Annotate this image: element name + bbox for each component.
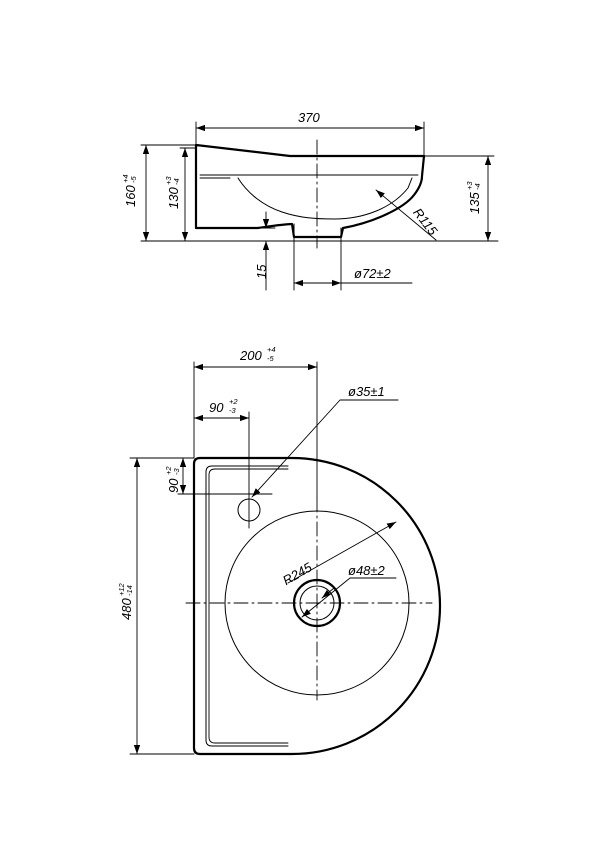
- dim-160-label: 160: [123, 185, 138, 207]
- dim-130-label: 130: [166, 187, 181, 209]
- dim-200-label: 200: [239, 348, 262, 363]
- dim-160-group: 160 +4 -5: [121, 174, 138, 207]
- top-view: 200 +4 -5 90 +2 -3 90 +2 -3 480 +12 -14 …: [117, 345, 442, 756]
- dim-90y-group: 90 +2 -3: [164, 466, 181, 493]
- dim-160-tol-lower: -5: [129, 176, 138, 183]
- dim-35-label: ø35±1: [348, 384, 385, 399]
- dim-90y-label: 90: [166, 478, 181, 493]
- dim-480-tol-upper: +12: [117, 582, 126, 596]
- top-basin-outer: [192, 456, 442, 756]
- dim-200-tol-upper: +4: [267, 345, 276, 354]
- dim-48-label: ø48±2: [348, 563, 386, 578]
- dim-135-tol-lower: -4: [473, 183, 482, 190]
- dim-35-leader: [251, 399, 399, 498]
- dim-r245-group: R245: [280, 559, 315, 588]
- dim-480-group: 480 +12 -14: [117, 582, 134, 620]
- dim-135-group: 135 +3 -4: [465, 181, 482, 214]
- dim-90x-group: 90 +2 -3: [209, 397, 238, 415]
- dim-72-label: ø72±2: [354, 266, 392, 281]
- dim-480-tol-lower: -14: [125, 585, 134, 596]
- side-basin-outline: [194, 143, 426, 239]
- dim-r245-label: R245: [280, 559, 315, 588]
- dim-200-group: 200 +4 -5: [239, 345, 276, 363]
- dim-90x-label: 90: [209, 400, 224, 415]
- side-view: 370 160 +4 -5 130 +3 -4 135 +3 -4 R115 1…: [121, 110, 499, 291]
- dim-200-tol-lower: -5: [267, 354, 274, 363]
- dim-15-group: 15: [254, 264, 269, 279]
- dim-90x-tol-upper: +2: [229, 397, 238, 406]
- dim-r245-leader: [287, 521, 397, 584]
- side-drain-neck: [293, 223, 342, 238]
- top-basin-rim-inner: [208, 468, 289, 744]
- dim-130-tol-lower: -4: [172, 178, 181, 185]
- dim-135-label: 135: [467, 192, 482, 214]
- dim-370-label: 370: [298, 110, 320, 125]
- dim-15-label: 15: [254, 264, 269, 279]
- dim-135-tol-upper: +3: [465, 181, 474, 190]
- dim-480-label: 480: [119, 598, 134, 620]
- dim-130-tol-upper: +3: [164, 176, 173, 185]
- dim-130-group: 130 +3 -4: [164, 176, 181, 209]
- dim-48-leader: [301, 577, 397, 618]
- top-basin-rim: [205, 465, 289, 747]
- dim-90y-tol-upper: +2: [164, 466, 173, 475]
- dim-90y-tol-lower: -3: [172, 468, 181, 475]
- side-bowl-inner: [237, 177, 413, 220]
- dim-160-tol-upper: +4: [121, 174, 130, 183]
- dim-90x-tol-lower: -3: [229, 406, 236, 415]
- dim-48-leader-b: [321, 587, 335, 599]
- dim-r115-line: [375, 189, 437, 241]
